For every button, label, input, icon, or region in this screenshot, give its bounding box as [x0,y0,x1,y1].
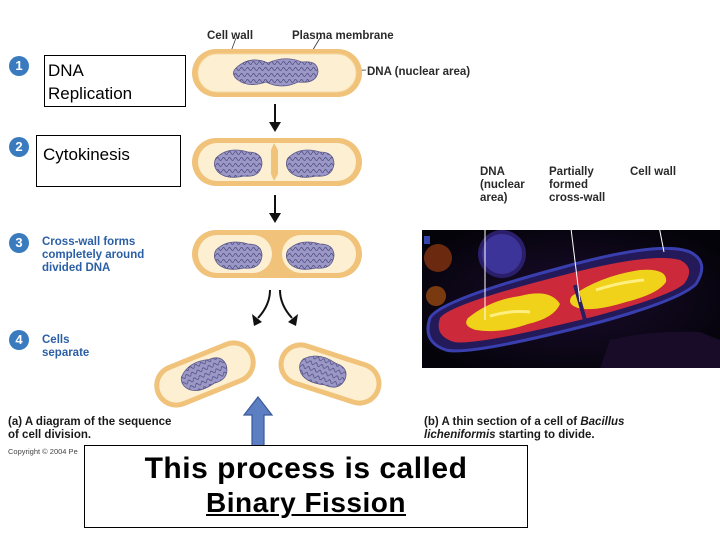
arrow-down-2 [269,195,281,223]
copyright: Copyright © 2004 Pe [8,447,78,456]
micro-dna-label: DNA (nuclear area) [480,166,525,204]
arrow-down-1 [269,104,281,132]
dna-nuclear-area-label: DNA (nuclear area) [367,66,471,78]
micro-partial-crosswall-label: Partially formed cross-wall [549,166,606,204]
conclusion-box: This process is called Binary Fission [84,445,528,528]
micro-crosswall-leader [567,203,581,303]
caption-a: (a) A diagram of the sequence of cell di… [8,416,172,441]
dna-replication-box: DNA Replication [44,55,186,107]
micro-cellwall-leader [649,179,665,253]
cell-wall-label: Cell wall [207,30,254,42]
plasma-membrane-label: Plasma membrane [292,30,394,42]
split-arrows [252,289,298,326]
micro-cell-wall-label: Cell wall [630,166,677,178]
conclusion-line-1: This process is called [144,452,468,485]
step-3-text: Cross-wall forms completely around divid… [42,236,145,274]
step-4-badge: 4 [9,330,29,350]
step-4-text: Cells separate [42,334,90,359]
step-1-cell [192,49,362,97]
step-3-badge: 3 [9,233,29,253]
micrograph [422,230,720,368]
step-3-cell [192,230,362,278]
step-1-badge: 1 [9,56,29,76]
conclusion-line-2: Binary Fission [206,487,406,518]
step-4-cell-left [154,340,256,408]
caption-b: (b) A thin section of a cell of Bacillus… [424,416,625,441]
step-2-cell [192,138,362,186]
step-2-badge: 2 [9,137,29,157]
step-4-cell-right [278,342,382,406]
cytokinesis-box: Cytokinesis [36,135,181,187]
